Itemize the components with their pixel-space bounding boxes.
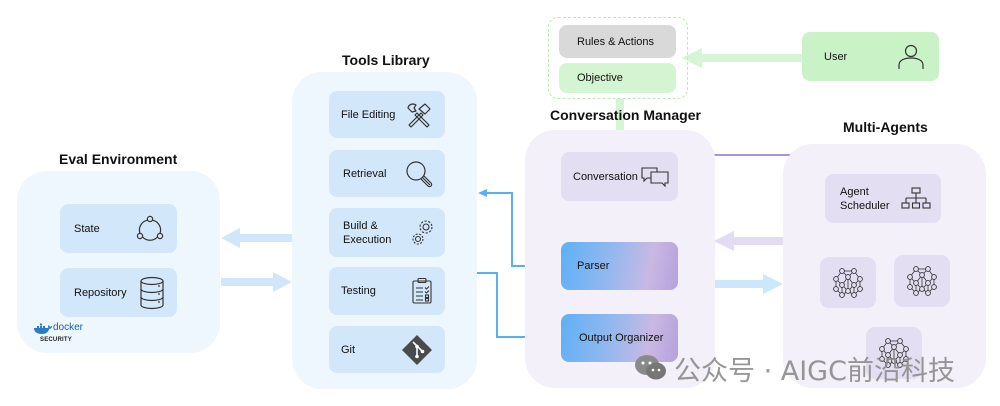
tool-testing[interactable]: Testing: [329, 267, 445, 315]
chat-bubbles-icon: [640, 166, 670, 188]
tool-retrieval[interactable]: Retrieval: [329, 150, 445, 197]
gears-icon: [411, 219, 433, 247]
agent-scheduler-label: Agent Scheduler: [840, 185, 890, 213]
eval-environment-title: Eval Environment: [59, 151, 178, 167]
parser-card[interactable]: Parser: [561, 242, 678, 290]
output-organizer-label: Output Organizer: [579, 332, 664, 344]
git-icon: [401, 334, 433, 366]
tool-testing-label: Testing: [341, 285, 376, 297]
parser-label: Parser: [577, 260, 610, 272]
agent-card-3[interactable]: [866, 327, 922, 379]
tool-build-execution[interactable]: Build & Execution: [329, 208, 445, 257]
watermark: 公众号 · AIGC前沿科技: [634, 348, 955, 388]
tool-git[interactable]: Git: [329, 326, 445, 373]
conversation-card[interactable]: Conversation: [561, 152, 678, 201]
tool-git-label: Git: [341, 343, 356, 356]
arrow-agents-to-manager: [714, 231, 783, 251]
hierarchy-icon: [901, 186, 931, 211]
tool-build-line1: Build &: [343, 219, 378, 232]
repository-label: Repository: [74, 286, 127, 299]
arrow-user-to-prompt: [682, 48, 802, 68]
docker-logo-text: docker: [53, 322, 84, 333]
user-icon: [897, 44, 925, 70]
multi-agents-title: Multi-Agents: [843, 119, 928, 135]
tool-file-editing-label: File Editing: [341, 108, 396, 121]
neural-network-icon: [906, 265, 938, 297]
agent-scheduler-card[interactable]: Agent Scheduler: [825, 174, 941, 223]
tool-file-editing[interactable]: File Editing: [329, 91, 445, 138]
conversation-manager-title: Conversation Manager: [550, 107, 701, 123]
docker-whale-icon: [34, 323, 53, 334]
repository-card[interactable]: Repository: [60, 268, 177, 317]
tools-library-title: Tools Library: [342, 52, 430, 68]
rules-actions-label: Rules & Actions: [577, 35, 655, 48]
state-card[interactable]: State: [60, 204, 177, 253]
magnifier-icon: [405, 160, 433, 188]
objective-card[interactable]: Objective: [559, 63, 676, 93]
rules-actions-card[interactable]: Rules & Actions: [559, 25, 676, 58]
tool-build-line2: Execution: [343, 233, 392, 246]
docker-security-text: SECURITY: [40, 337, 72, 343]
tool-build-execution-label: Build & Execution: [343, 219, 391, 247]
neural-network-icon: [832, 267, 864, 299]
agent-card-2[interactable]: [894, 255, 950, 307]
database-icon: [139, 276, 165, 310]
eval-environment-panel: [17, 171, 220, 353]
arrow-tools-to-eval: [221, 228, 292, 248]
arrow-eval-to-tools: [221, 272, 292, 292]
tool-retrieval-label: Retrieval: [343, 167, 387, 180]
agent-card-1[interactable]: [820, 257, 876, 308]
neural-network-icon: [878, 337, 910, 369]
watermark-text: 公众号 · AIGC前沿科技: [674, 355, 955, 387]
arrow-manager-to-agents: [714, 274, 783, 294]
hammer-wrench-icon: [405, 101, 433, 129]
conversation-label: Conversation: [573, 170, 638, 183]
output-organizer-card[interactable]: Output Organizer: [561, 314, 678, 362]
objective-label: Objective: [577, 72, 623, 84]
agent-scheduler-line1: Agent: [840, 185, 869, 198]
state-label: State: [74, 222, 100, 235]
docker-security-badge: docker SECURITY: [33, 321, 93, 347]
prompt-group: [548, 17, 688, 99]
user-card[interactable]: User: [802, 32, 939, 81]
wechat-icon: [635, 355, 666, 380]
user-label: User: [824, 50, 848, 63]
state-cycle-icon: [135, 214, 165, 244]
agent-scheduler-line2: Scheduler: [840, 199, 890, 212]
clipboard-checklist-icon: [411, 277, 433, 305]
